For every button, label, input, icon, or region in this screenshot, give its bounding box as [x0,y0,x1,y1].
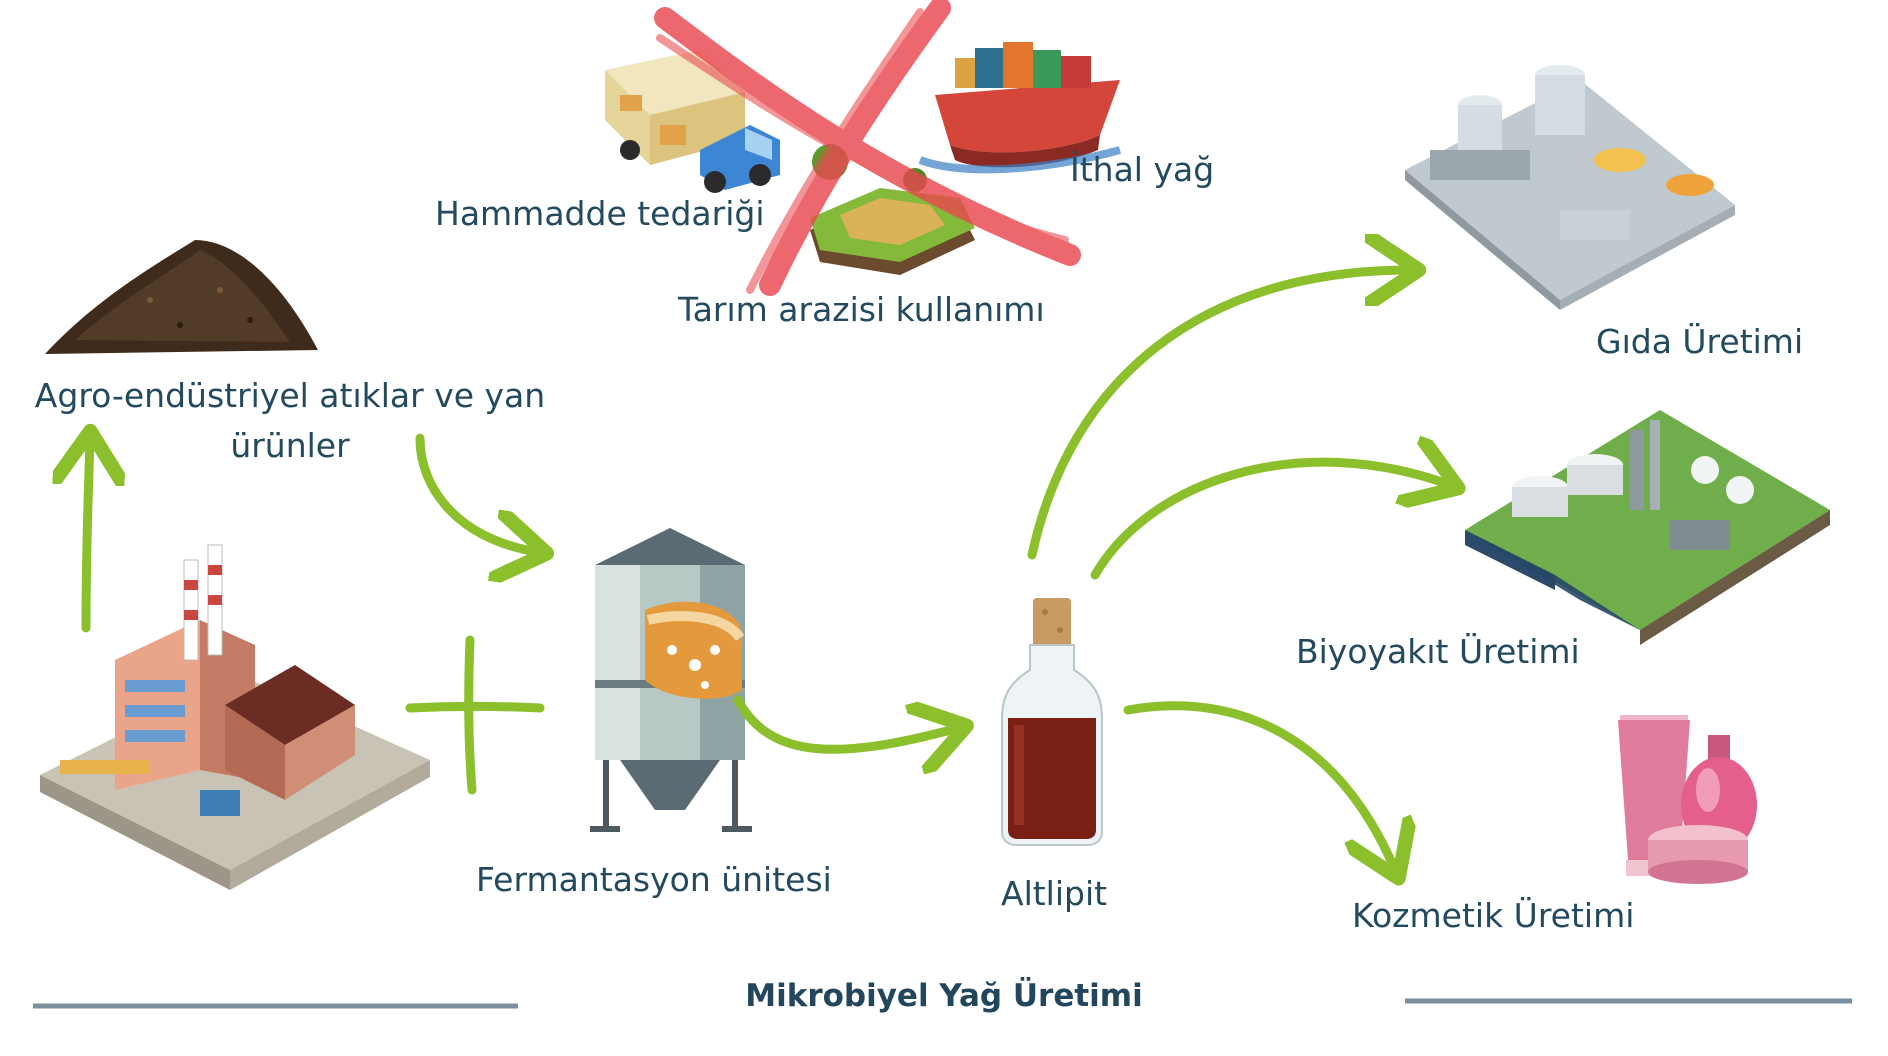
red-cross-icon [654,0,1081,296]
cargo-ship-icon [918,42,1122,174]
arrow-bottle-to-biofuel [1090,462,1450,580]
soil-pile-icon [45,240,318,354]
arrow-bottle-to-food [1027,270,1410,560]
label-hammadde: Hammadde tedariği [435,194,765,233]
cosmetics-icon [1618,715,1757,884]
refinery-icon [1465,410,1830,645]
label-gida: Gıda Üretimi [1596,322,1804,361]
label-altlipit: Altlipit [1001,874,1108,913]
plus-icon [405,635,545,795]
arrow-factory-to-waste [86,440,90,633]
label-ithal: İthal yağ [1070,150,1215,189]
label-kozmetik: Kozmetik Üretimi [1352,896,1635,935]
food-factory-icon [1405,65,1735,310]
fermenter-icon [590,528,752,832]
label-agro-line1: Agro-endüstriyel atıklar ve yan [34,376,546,415]
label-agro-line2: ürünler [230,426,350,465]
label-tarim: Tarım arazisi kullanımı [678,290,1045,329]
farmland-icon [810,144,975,275]
diagram-title: Mikrobiyel Yağ Üretimi [745,978,1143,1014]
arrow-bottle-to-cosmetics [1123,701,1395,870]
arrows [86,270,1450,870]
label-biyoyakit: Biyoyakıt Üretimi [1296,632,1580,671]
arrow-fermenter-to-bottle [733,695,958,749]
arrow-waste-to-fermenter [415,433,538,552]
label-fermantasyon: Fermantasyon ünitesi [476,860,832,899]
factory-icon [40,544,430,890]
oil-bottle-icon [1001,598,1103,846]
